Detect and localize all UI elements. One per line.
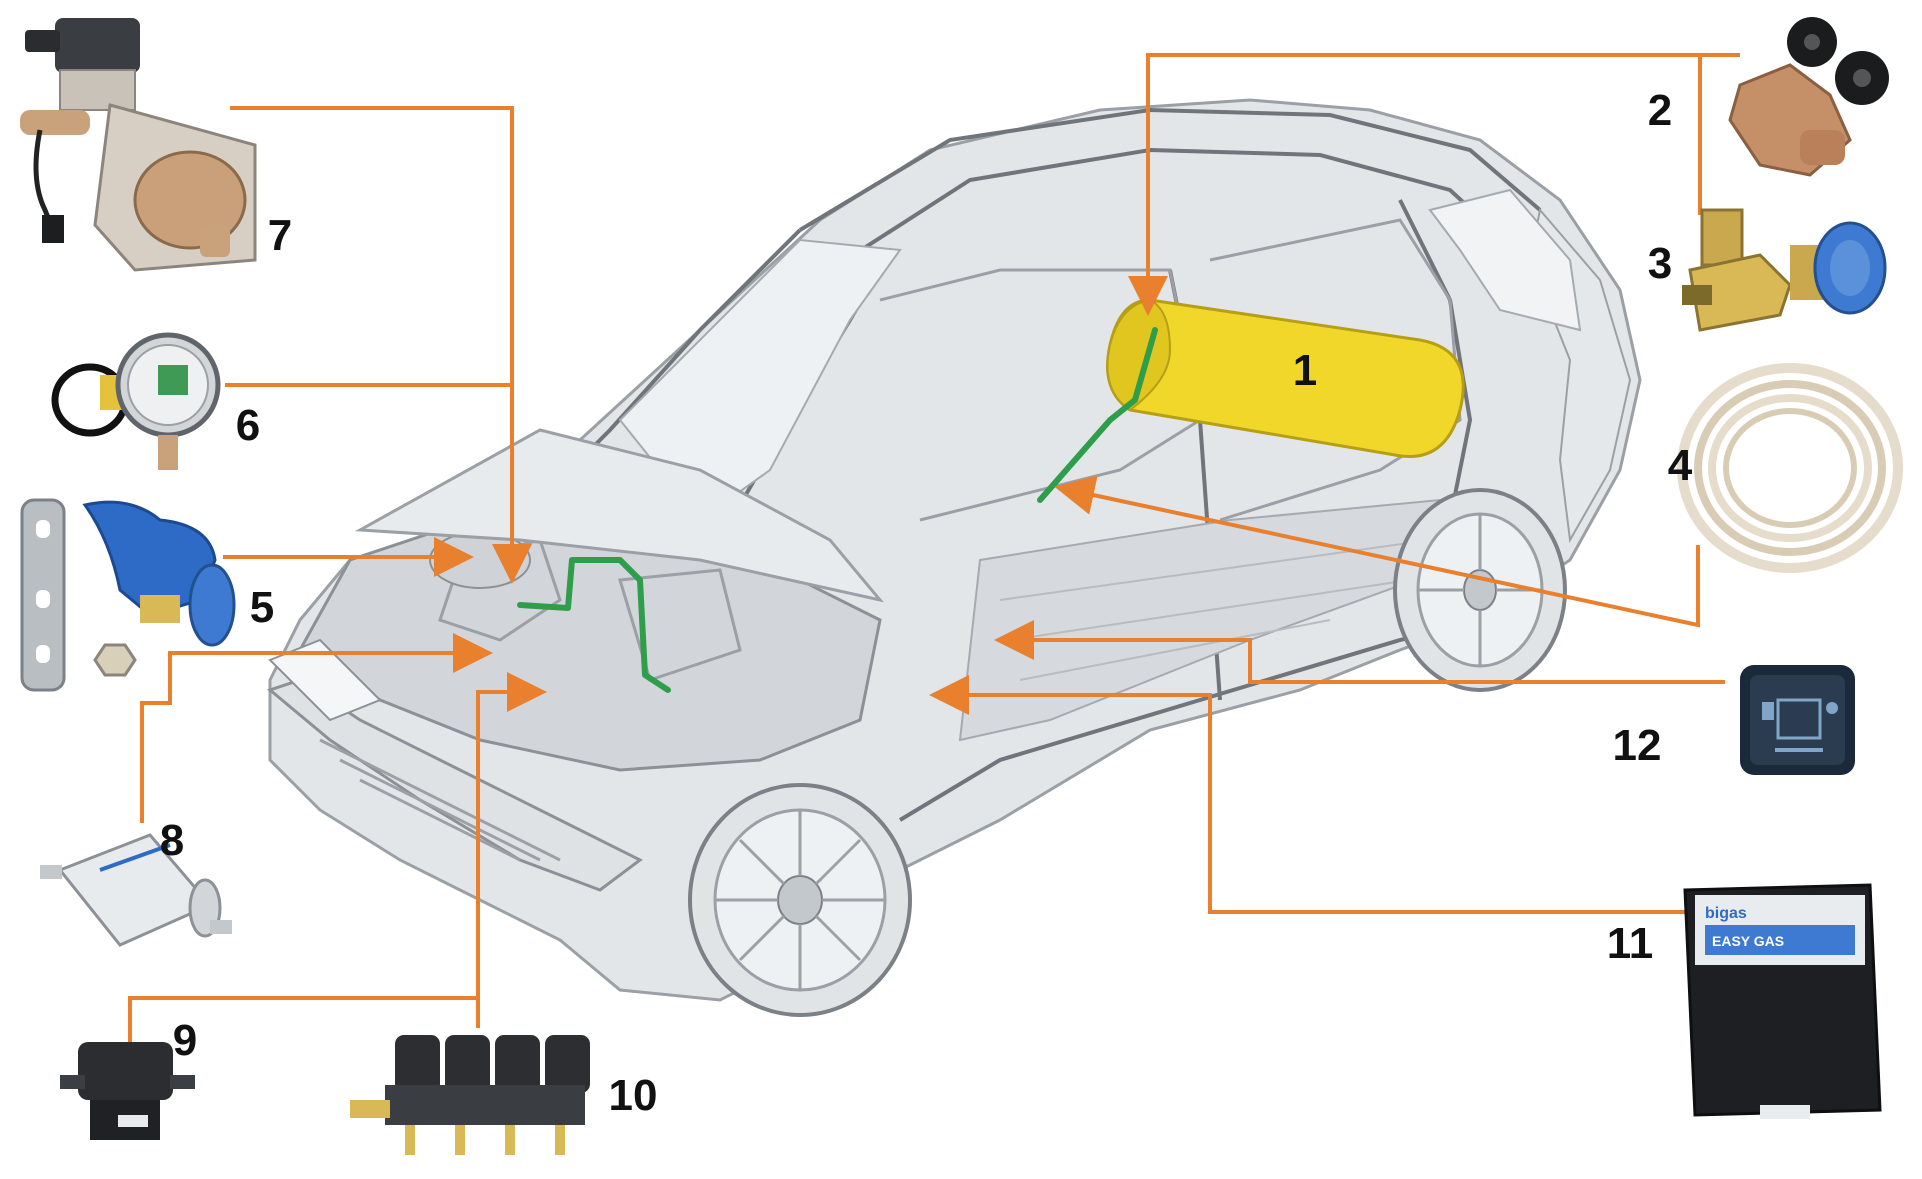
label-7: 7 (268, 211, 292, 260)
floor-panel (958, 498, 1472, 742)
headlight (268, 638, 382, 722)
component-8: 8 (40, 816, 232, 947)
map-sensor-icon (60, 1042, 195, 1140)
c-pillar (1398, 199, 1473, 521)
label-8: 8 (160, 816, 184, 865)
component-5: 5 (20, 498, 274, 692)
label-12: 12 (1613, 721, 1662, 770)
engine-components (438, 538, 742, 682)
ecu-model-text: EASY GAS (1712, 933, 1784, 949)
leader-2-3 (1128, 53, 1740, 316)
gas-pipe-front (517, 557, 671, 693)
rear-wheel (1393, 488, 1567, 692)
component-10: 10 (350, 1035, 657, 1155)
leader-11 (929, 675, 1685, 914)
leader-12 (994, 620, 1725, 684)
switch-panel-icon (1740, 665, 1855, 775)
multivalve-fitting-icon (1728, 17, 1889, 177)
component-4: 4 (1668, 363, 1903, 573)
component-6: 6 (51, 332, 260, 470)
open-hood (354, 428, 884, 603)
gas-filter-icon (40, 833, 232, 947)
component-9: 9 (60, 1016, 197, 1140)
label-9: 9 (173, 1016, 197, 1065)
front-wheel (688, 783, 912, 1017)
leader-8 (140, 633, 493, 823)
component-3: 3 (1648, 208, 1887, 332)
label-4: 4 (1668, 441, 1693, 490)
gas-pipes (517, 327, 1158, 693)
injector-rail-icon (350, 1035, 590, 1155)
leader-2-3-branch (1698, 53, 1740, 215)
rear-side-window (1428, 188, 1582, 332)
roof-rail-inner (828, 147, 1512, 272)
leader-4 (1054, 475, 1700, 628)
label-1: 1 (1293, 346, 1317, 395)
label-6: 6 (236, 401, 260, 450)
grille-lines (319, 738, 561, 862)
label-2: 2 (1648, 86, 1672, 135)
copper-pipe-coil-icon (1677, 363, 1903, 573)
component-2: 2 (1648, 17, 1889, 177)
label-11: 11 (1607, 919, 1654, 968)
component-12: 12 (1613, 665, 1855, 775)
ecu-brand-text: bigas (1705, 905, 1747, 922)
label-3: 3 (1648, 239, 1672, 288)
pressure-gauge-icon (51, 332, 221, 470)
fill-valve-bracket-icon (20, 498, 236, 692)
roof-frame (798, 107, 1542, 232)
label-5: 5 (250, 583, 274, 632)
ecu-box-icon: bigas EASY GAS (1683, 883, 1882, 1119)
label-10: 10 (609, 1071, 658, 1120)
gas-pipe-rear (1037, 327, 1158, 503)
car-illustration (266, 98, 1642, 1017)
filler-valve-icon (1682, 208, 1887, 332)
leader-lines (128, 53, 1740, 1043)
reducer-solenoid-icon (20, 18, 257, 272)
leader-7-6 (230, 106, 532, 584)
component-11: bigas EASY GAS 11 (1607, 883, 1882, 1119)
component-7: 7 (20, 18, 292, 272)
